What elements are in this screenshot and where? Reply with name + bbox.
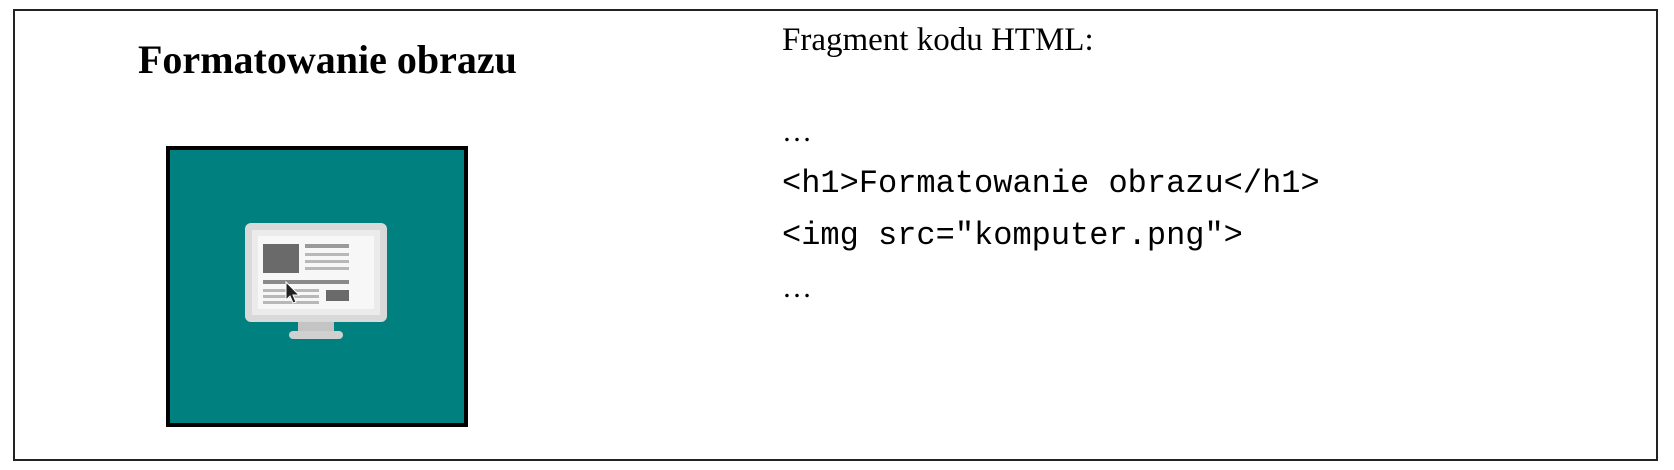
task-frame (13, 9, 1658, 461)
code-line: <img src="komputer.png"> (782, 217, 1243, 254)
screen-line (263, 280, 349, 284)
code-line: <h1>Formatowanie obrazu</h1> (782, 165, 1320, 202)
screen-button (326, 290, 349, 301)
screen-line (305, 267, 349, 270)
screen-line (263, 301, 319, 304)
computer-image (166, 146, 468, 427)
code-fragment-heading: Fragment kodu HTML: (782, 22, 1094, 58)
screen-image-block (263, 244, 299, 273)
page-title: Formatowanie obrazu (138, 37, 517, 82)
code-line: … (782, 271, 812, 304)
code-line: … (782, 115, 812, 148)
cursor-icon (285, 280, 301, 304)
monitor-icon (170, 150, 464, 423)
monitor-base (289, 331, 343, 339)
screen-line (305, 260, 349, 263)
screen-line (305, 253, 349, 256)
screen-line (305, 244, 349, 248)
code-block: … <h1>Formatowanie obrazu</h1> <img src=… (782, 106, 1320, 314)
